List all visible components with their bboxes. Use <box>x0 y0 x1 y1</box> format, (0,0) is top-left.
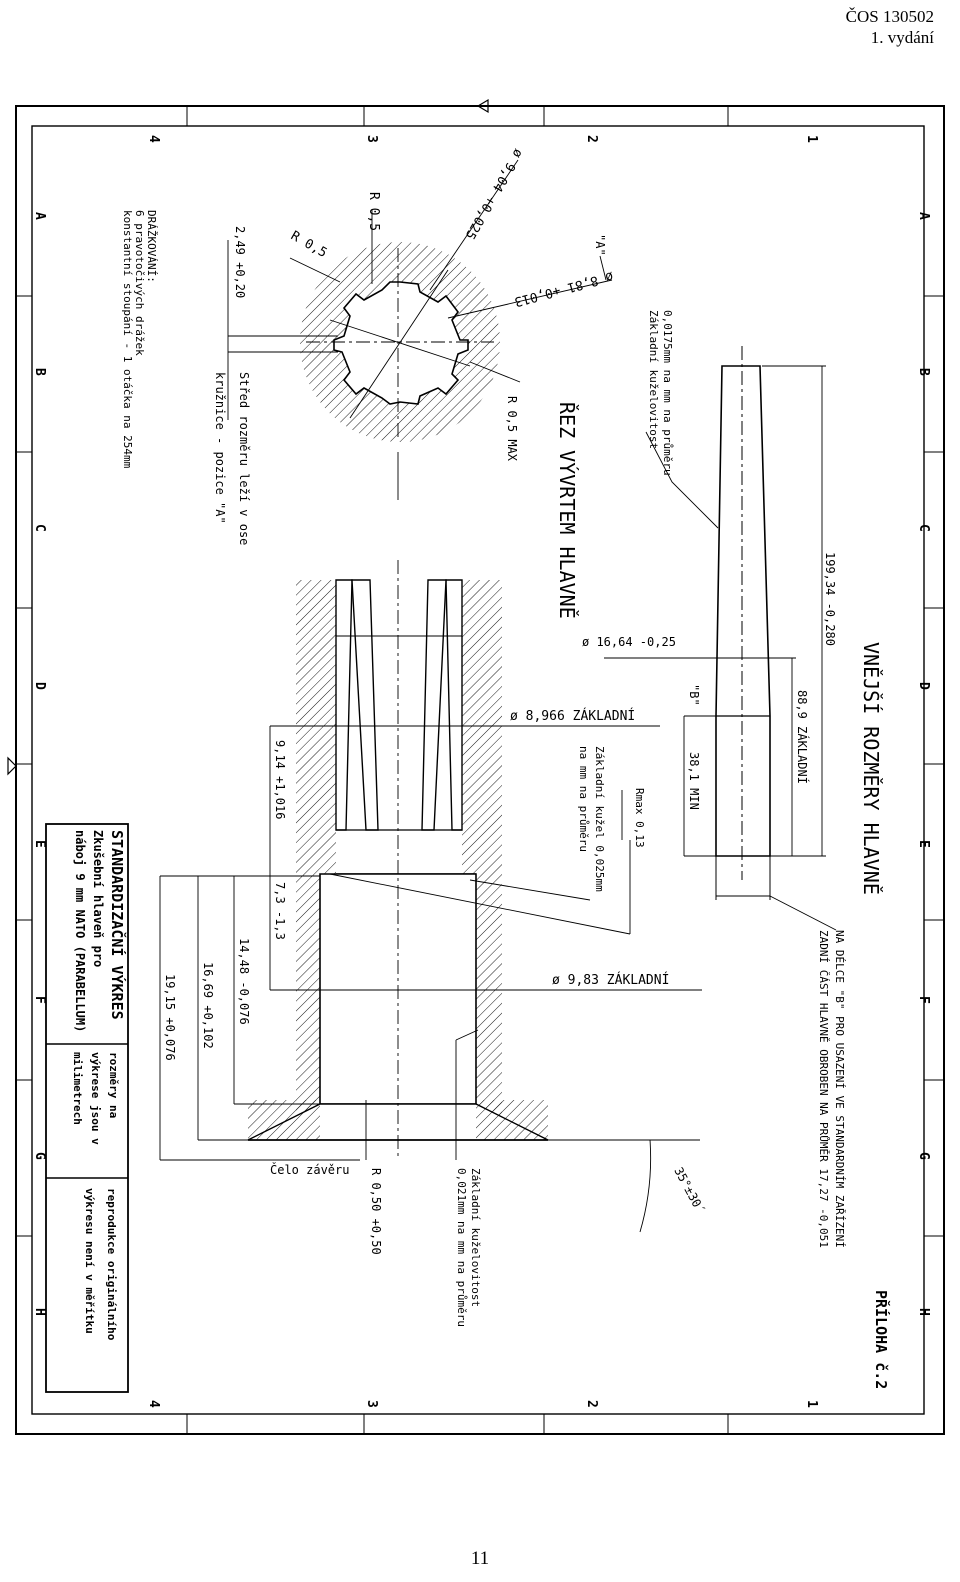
zone-letter-h-left: H <box>32 1308 47 1316</box>
bore-dimension-lines <box>227 159 613 500</box>
total-length-dimension: 199,34 -0,280 <box>823 552 837 646</box>
rifling-note-line2: 6 pravotočivých drážek <box>133 210 146 356</box>
zone-letter-e-right: E <box>916 840 931 848</box>
radius-label-1: R 0,5 <box>366 192 381 231</box>
dimension-d3: 14,48 -0,076 <box>237 938 251 1025</box>
cone-note-line2: na mm na průměru <box>577 746 590 852</box>
dimension-d2: 7,3 -1,3 <box>273 882 287 940</box>
radius-max-label: R 0,5 MAX <box>505 396 519 462</box>
zone-letter-f-right: F <box>916 996 931 1004</box>
centering-mark-top <box>476 98 489 114</box>
title-block-subtitle-line2: náboj 9 mm NATO (PARABELLUM) <box>73 830 87 1032</box>
angle-dimension: 35°±30´ <box>671 1165 707 1216</box>
zone-letter-f-left: F <box>32 996 47 1004</box>
drawing-frame <box>7 98 945 1435</box>
centering-mark-left <box>7 756 17 776</box>
breech-face-label: Čelo závěru <box>270 1162 349 1177</box>
zone-letter-b-left: B <box>32 368 47 376</box>
zone-number-2-top: 2 <box>584 135 599 143</box>
bore-cross-section <box>300 242 500 442</box>
zone-letter-c-left: C <box>32 524 47 532</box>
dimension-d5: 19,15 +0,076 <box>163 974 177 1061</box>
edition: 1. vydání <box>870 28 934 47</box>
rear-part-note-line2: NA DÉLCE "B" PRO USAZENÍ VE STANDARDNÍM … <box>833 930 846 1248</box>
taper-note-1-line2: 0,0175mm na mm na průměru <box>661 310 674 476</box>
position-a-label: "A" <box>593 234 607 256</box>
zone-number-4-top: 4 <box>146 135 161 143</box>
zone-letter-a-left: A <box>32 212 47 220</box>
rifling-note-title: DRÁŽKOVÁNÍ: <box>145 210 158 283</box>
groove-diameter-dimension: ø 9,04 +0,025 <box>462 146 526 242</box>
base-length-dimension: 88,9 ZÁKLADNÍ <box>795 690 810 784</box>
taper-note-1-line1: Základní kuželovitost <box>647 310 660 449</box>
barrel-outer-profile <box>715 346 771 900</box>
radius-label-2: R 0,5 <box>288 228 329 261</box>
zone-number-2-bottom: 2 <box>584 1400 599 1408</box>
frame-ticks <box>16 106 944 1434</box>
zone-number-3-top: 3 <box>364 135 379 143</box>
zone-letter-g-left: G <box>32 1152 47 1160</box>
outer-dimension-lines <box>604 365 837 931</box>
chamber-diameter-dimension: ø 9,83 ZÁKLADNÍ <box>552 972 669 988</box>
units-note-line3: milimetrech <box>71 1052 84 1125</box>
outer-dimensions-title: VNĚJŠÍ ROZMĚRY HLAVNĚ <box>859 642 883 895</box>
land-diameter-dimension: ø 8,81 +0,013 <box>513 268 615 309</box>
rifling-note-line3: konstantní stoupání - 1 otáčka na 254mm <box>121 210 134 469</box>
bore-section-title: ŘEZ VÝVRTEM HLAVNĚ <box>555 402 579 619</box>
offset-dimension: 2,49 +0,20 <box>233 226 247 298</box>
units-note-line2: výkrese jsou v <box>89 1052 102 1145</box>
dimension-d4: 16,69 +0,102 <box>201 962 215 1049</box>
zone-number-1-top: 1 <box>804 135 819 143</box>
zone-letter-d-left: D <box>32 682 47 690</box>
taper-note-2-line1: Základní kuželovitost <box>469 1168 482 1307</box>
zone-number-1-bottom: 1 <box>804 1400 819 1408</box>
zone-number-3-bottom: 3 <box>364 1400 379 1408</box>
page-number: 11 <box>470 1548 490 1569</box>
zone-letter-h-right: H <box>916 1308 931 1316</box>
outer-diameter-dimension: ø 16,64 -0,25 <box>582 635 676 649</box>
zone-letter-b-right: B <box>916 368 931 376</box>
zone-letter-g-right: G <box>916 1152 931 1160</box>
center-note-line1: Střed rozměru leží v ose <box>237 372 251 545</box>
zone-letter-a-right: A <box>916 212 931 220</box>
title-block <box>45 823 129 1393</box>
taper-note-2-line2: 0,021mm na mm na průměru <box>455 1168 468 1327</box>
b-label: "B" <box>687 684 701 706</box>
title-block-title: STANDARDIZAČNÍ VÝKRES <box>108 830 127 1020</box>
annex-label: PŘÍLOHA č.2 <box>872 1290 891 1389</box>
cone-note-line1: Základní kužel 0,025mm <box>593 746 606 892</box>
min-length-dimension: 38,1 MIN <box>687 752 701 810</box>
chamber-dimension-lines <box>159 725 702 1233</box>
units-note-line1: rozměry na <box>107 1052 120 1118</box>
zone-letter-c-right: C <box>916 524 931 532</box>
bore-diameter-dimension: ø 8,966 ZÁKLADNÍ <box>510 708 635 724</box>
zone-letter-d-right: D <box>916 682 931 690</box>
reproduction-note-line1: reprodukce originálního <box>105 1188 118 1341</box>
title-block-subtitle-line1: Zkušební hlaveň pro <box>91 830 105 967</box>
face-radius-dimension: R 0,50 +0,50 <box>369 1168 383 1255</box>
document-code: ČOS 130502 <box>845 7 934 26</box>
chamber-longitudinal-section <box>247 560 549 1160</box>
dimension-d1: 9,14 +1,016 <box>273 740 287 819</box>
reproduction-note-line2: výkresu není v měřítku <box>83 1188 96 1334</box>
rmax-label: Rmax 0,13 <box>633 788 646 848</box>
center-note-line2: kružnice - pozice "A" <box>213 372 227 524</box>
zone-letter-e-left: E <box>32 840 47 848</box>
document-header: ČOS 130502 1. vydání <box>846 6 934 48</box>
rear-part-note-line1: ZADNÍ ČÁST HLAVNĚ OBROBEN NA PRŮMĚR 17,2… <box>817 930 830 1248</box>
zone-number-4-bottom: 4 <box>146 1400 161 1408</box>
